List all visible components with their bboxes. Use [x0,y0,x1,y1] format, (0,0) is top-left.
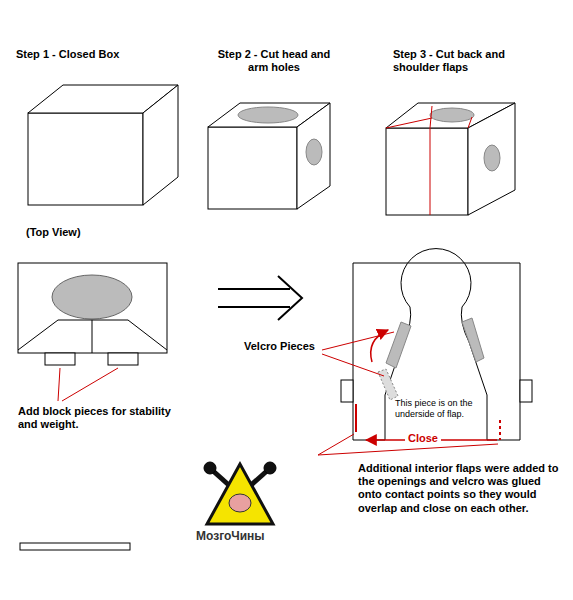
callout-label: Velcro Pieces [244,340,324,353]
top-view-after [318,249,532,455]
double-arrow [218,276,302,320]
logo [204,462,276,524]
step-title: Step 3 - Cut back and shoulder flaps [393,48,523,74]
bar [20,543,130,550]
step-title: Step 2 - Cut head and arm holes [214,48,334,74]
top-view-before [18,263,167,401]
note: Add block pieces for stability and weigh… [18,405,178,431]
action-label: Close [405,432,441,445]
box-with-holes [208,103,330,209]
closed-box [28,85,178,205]
note: This piece is on the underside of flap. [395,398,490,420]
box-with-flaps [386,103,515,215]
logo-text: МозгоЧины [196,529,296,543]
note: Additional interior flaps were added to … [358,462,563,515]
view-title: (Top View) [26,226,146,239]
step-title: Step 1 - Closed Box [16,48,166,61]
